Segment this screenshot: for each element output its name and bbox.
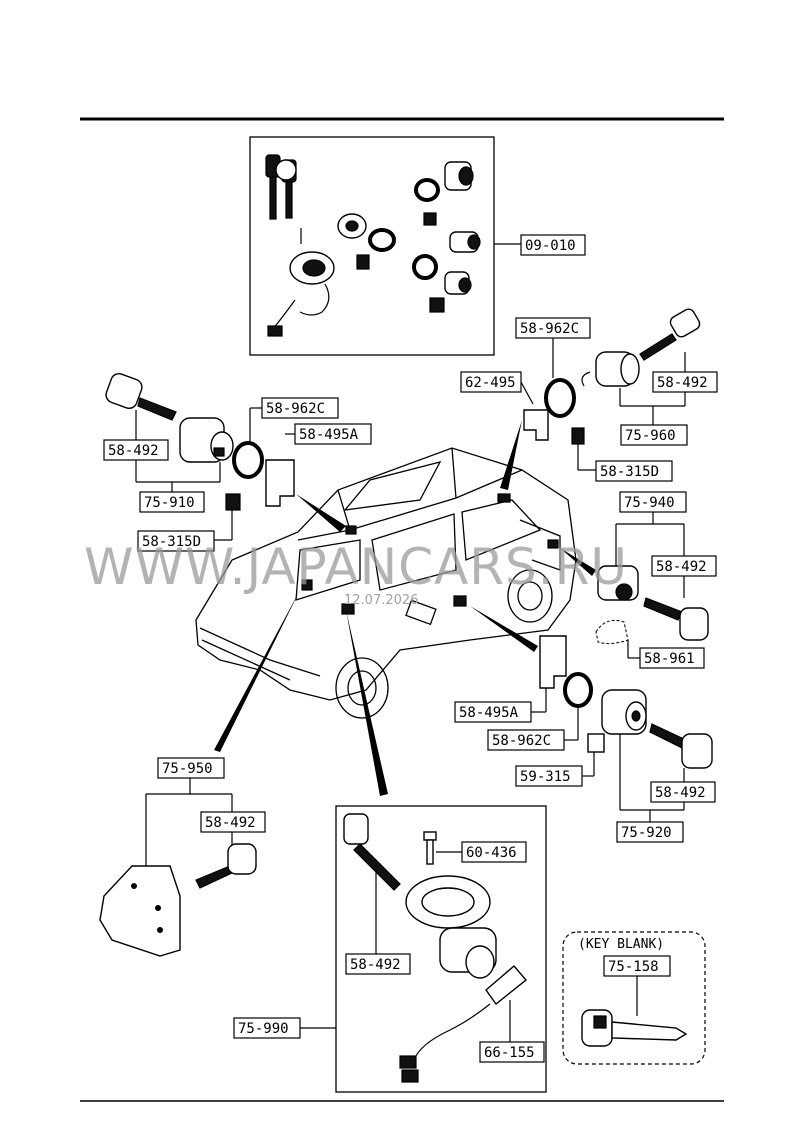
key-blank-box: (KEY BLANK) 75-158 (562, 931, 706, 1065)
ignition-lock-body (405, 875, 497, 979)
bolt-60-436 (423, 831, 437, 865)
svg-text:75-158: 75-158 (608, 959, 659, 975)
key-top-right (639, 308, 701, 361)
label-58-492-r: 58-492 (651, 555, 717, 577)
watermark-date: 12.07.2026 (344, 593, 418, 608)
svg-text:75-960: 75-960 (625, 428, 676, 444)
svg-text:58-962C: 58-962C (266, 401, 325, 417)
svg-text:62-495: 62-495 (465, 375, 516, 391)
lower-door-cylinder (601, 689, 647, 735)
svg-text:58-492: 58-492 (656, 559, 707, 575)
rear-door-cylinder (581, 351, 640, 387)
label-58-962c-l: 58-962C (261, 397, 339, 419)
svg-text:58-962C: 58-962C (492, 733, 551, 749)
label-58-495a-r: 58-495A (454, 701, 532, 723)
label-62-495: 62-495 (460, 371, 522, 393)
key-glovebox (195, 843, 257, 889)
svg-text:09-010: 09-010 (525, 238, 576, 254)
label-58-315d-l: 58-315D (137, 530, 215, 552)
svg-text:58-492: 58-492 (108, 443, 159, 459)
svg-text:58-961: 58-961 (644, 651, 695, 667)
svg-text:58-495A: 58-495A (299, 427, 359, 443)
key-ignition (343, 813, 401, 891)
label-58-492-l: 58-492 (103, 439, 169, 461)
front-door-cylinder (179, 417, 234, 463)
rod-clip-lower (587, 733, 605, 753)
gasket-ring-rear (544, 378, 576, 418)
svg-text:58-492: 58-492 (205, 815, 256, 831)
label-58-315d-r: 58-315D (595, 460, 673, 482)
label-58-492-tr: 58-492 (652, 371, 718, 393)
svg-text:58-492: 58-492 (657, 375, 708, 391)
trunk-cylinder (597, 565, 639, 601)
label-09-010: 09-010 (520, 234, 586, 256)
label-58-962c-top: 58-962C (515, 317, 591, 339)
svg-text:58-315D: 58-315D (600, 464, 659, 480)
label-75-960: 75-960 (620, 424, 688, 446)
ignition-switch-small (267, 228, 335, 337)
label-75-158: 75-158 (603, 955, 671, 977)
lock-set-panel (249, 136, 521, 356)
label-58-495a-l: 58-495A (294, 423, 372, 445)
label-58-961: 58-961 (639, 647, 705, 669)
ignition-panel (335, 805, 547, 1093)
label-58-492-bl: 58-492 (200, 811, 266, 833)
retainer-clip-lower (539, 635, 567, 689)
rod-clip-rear (571, 427, 585, 445)
label-75-990: 75-990 (233, 1017, 301, 1039)
label-59-315: 59-315 (515, 765, 583, 787)
svg-text:58-962C: 58-962C (520, 321, 579, 337)
key-left (105, 372, 177, 421)
svg-text:75-950: 75-950 (162, 761, 213, 777)
trunk-cylinders-small (412, 161, 481, 313)
gasket-ring-front (232, 441, 264, 479)
retainer-clip-rear (523, 409, 549, 441)
key-lower-right (649, 723, 713, 769)
keys-pair (265, 154, 297, 220)
door-cylinder-small (337, 213, 396, 270)
label-75-920: 75-920 (616, 821, 684, 843)
svg-text:59-315: 59-315 (520, 769, 571, 785)
svg-text:58-492: 58-492 (350, 957, 401, 973)
label-58-962c-r: 58-962C (487, 729, 565, 751)
gasket-ring-lower (563, 672, 593, 708)
svg-text:58-495A: 58-495A (459, 705, 519, 721)
trunk-gasket (595, 619, 629, 645)
label-60-436: 60-436 (461, 841, 527, 863)
svg-text:66-155: 66-155 (484, 1045, 535, 1061)
svg-text:58-315D: 58-315D (142, 534, 201, 550)
ignition-switch-wire (399, 965, 528, 1083)
svg-text:75-910: 75-910 (144, 495, 195, 511)
label-75-940: 75-940 (619, 491, 687, 513)
label-58-492-br: 58-492 (650, 781, 716, 803)
label-75-950: 75-950 (157, 757, 225, 779)
svg-text:75-920: 75-920 (621, 825, 672, 841)
label-66-155: 66-155 (479, 1041, 545, 1063)
svg-text:60-436: 60-436 (466, 845, 517, 861)
glovebox-lock (99, 865, 181, 957)
pointer-wedges (214, 420, 596, 796)
svg-text:75-990: 75-990 (238, 1021, 289, 1037)
label-75-910: 75-910 (139, 491, 205, 513)
key-blank-icon (581, 1009, 688, 1047)
watermark: WWW.JAPANCARS.RU (84, 538, 628, 596)
retainer-clip-front (265, 459, 295, 507)
key-right (643, 597, 709, 641)
svg-text:75-940: 75-940 (624, 495, 675, 511)
svg-text:58-492: 58-492 (655, 785, 706, 801)
label-58-492-bc: 58-492 (345, 953, 411, 975)
rod-clip-front (225, 493, 241, 511)
key-blank-caption: (KEY BLANK) (578, 937, 664, 952)
